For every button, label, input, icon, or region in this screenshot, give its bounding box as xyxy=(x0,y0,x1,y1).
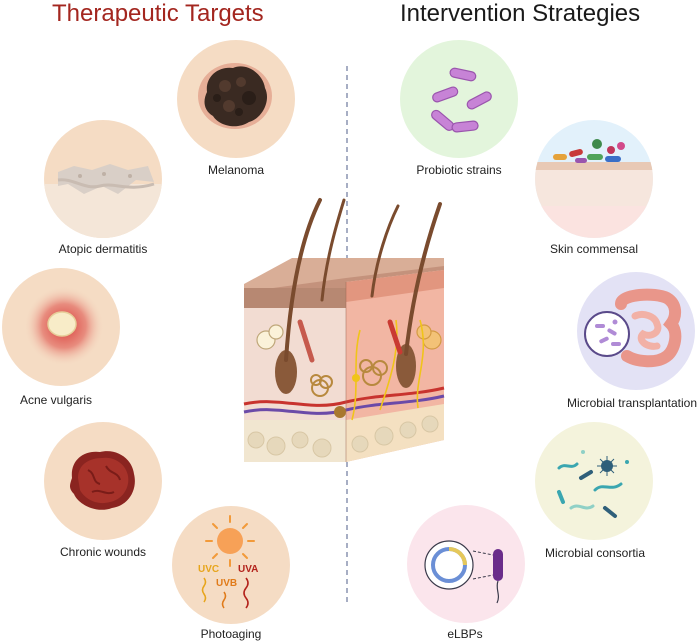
melanoma-label: Melanoma xyxy=(207,163,265,177)
microbial-consortia-label: Microbial consortia xyxy=(544,546,646,560)
atopic-dermatitis-skin-icon xyxy=(44,164,162,238)
acne-vulgaris-label: Acne vulgaris xyxy=(19,393,93,407)
chronic-wounds-circle xyxy=(44,422,162,540)
melanoma-circle xyxy=(177,40,295,158)
uvb-text: UVB xyxy=(216,578,237,589)
acne-vulgaris-circle xyxy=(2,268,120,386)
therapeutic-targets-heading: Therapeutic Targets xyxy=(52,0,264,27)
skin-commensal-circle xyxy=(535,120,653,238)
sun-uv-icon: UVC UVB UVA xyxy=(198,515,258,609)
skin-commensal-label: Skin commensal xyxy=(549,242,639,256)
microbial-consortia-circle xyxy=(535,422,653,540)
chronic-wound-icon xyxy=(70,451,135,510)
microbial-consortia-icon xyxy=(557,450,629,518)
engineered-bacterium-plasmid-icon xyxy=(424,540,503,604)
melanoma-lesion-icon xyxy=(198,63,272,129)
photoaging-circle: UVC UVB UVA xyxy=(172,506,290,624)
intervention-strategies-heading: Intervention Strategies xyxy=(400,0,641,27)
probiotic-strains-label: Probiotic strains xyxy=(416,163,502,177)
uva-text: UVA xyxy=(238,564,258,575)
photoaging-label: Photoaging xyxy=(200,627,262,641)
atopic-dermatitis-label: Atopic dermatitis xyxy=(58,242,148,256)
chronic-wounds-label: Chronic wounds xyxy=(59,545,147,559)
elbps-circle xyxy=(407,505,525,623)
atopic-dermatitis-circle xyxy=(44,120,162,238)
acne-pimple-icon xyxy=(24,286,104,366)
gut-microbiota-icon xyxy=(584,288,682,368)
elbps-label: eLBPs xyxy=(447,627,483,641)
probiotic-bacteria-icon xyxy=(431,67,492,133)
uvc-text: UVC xyxy=(198,564,219,575)
probiotic-strains-circle xyxy=(400,40,518,158)
skin-commensal-microbe-icon xyxy=(535,139,653,238)
microbial-transplantation-circle xyxy=(577,272,695,390)
microbial-transplantation-label: Microbial transplantation xyxy=(566,396,698,410)
